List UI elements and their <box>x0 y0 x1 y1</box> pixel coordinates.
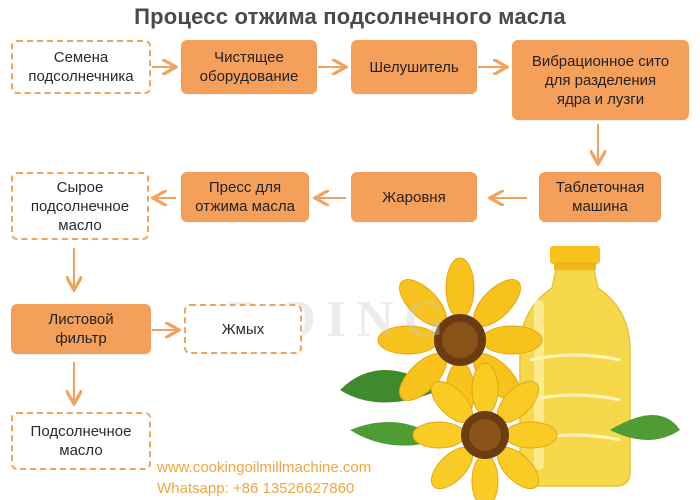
node-tablet-machine: Таблеточная машина <box>539 172 661 222</box>
footer-website: www.cookingoilmillmachine.com <box>157 459 372 476</box>
node-sunflower-oil: Подсолнечное масло <box>11 412 151 470</box>
node-leaf-filter-label: Листовой фильтр <box>48 311 114 347</box>
node-cleaning: Чистящее оборудование <box>181 40 317 94</box>
node-press: Пресс для отжима масла <box>181 172 309 222</box>
footer-whatsapp: Whatsapp: +86 13526627860 <box>157 480 355 497</box>
node-vibrating-sieve-label: Вибрационное сито для разделения ядра и … <box>531 52 670 108</box>
node-roaster: Жаровня <box>351 172 477 222</box>
sunflower-icon <box>412 362 558 500</box>
node-leaf-filter: Листовой фильтр <box>11 304 151 354</box>
node-crude-oil: Сырое подсолнечное масло <box>11 172 149 240</box>
node-seeds: Семена подсолнечника <box>11 40 151 94</box>
node-oilcake: Жмых <box>184 304 302 354</box>
diagram-title: Процесс отжима подсолнечного масла <box>134 4 566 29</box>
node-tablet-machine-label: Таблеточная машина <box>555 179 645 215</box>
node-huller: Шелушитель <box>351 40 477 94</box>
node-huller-label: Шелушитель <box>369 58 459 76</box>
node-seeds-label: Семена подсолнечника <box>28 49 134 85</box>
node-crude-oil-label: Сырое подсолнечное масло <box>30 178 130 234</box>
node-oilcake-label: Жмых <box>221 320 265 338</box>
node-vibrating-sieve: Вибрационное сито для разделения ядра и … <box>512 40 689 120</box>
illustration <box>340 246 680 500</box>
node-press-label: Пресс для отжима масла <box>195 179 295 215</box>
node-roaster-label: Жаровня <box>382 188 446 206</box>
oil-bottle-icon <box>519 246 631 487</box>
node-cleaning-label: Чистящее оборудование <box>199 49 299 85</box>
node-sunflower-oil-label: Подсолнечное масло <box>30 423 132 459</box>
